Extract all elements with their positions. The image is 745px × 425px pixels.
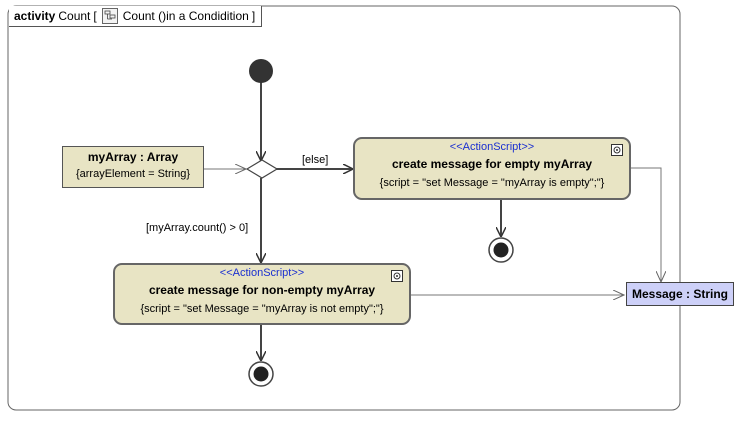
object-constraint: {arrayElement = String} [75,168,191,180]
guard-else: [else] [302,154,329,166]
frame-name: Count [58,9,91,23]
frame-header: activity Count [ Count ()in a Condiditio… [9,6,263,27]
frame-behavior-label: Count ()in a Condidition [122,9,249,23]
activity-frame [7,5,681,411]
action-nonempty-array[interactable]: <<ActionScript>> create message for non-… [113,263,411,325]
object-name: Message : String [631,287,729,301]
guard-count: [myArray.count() > 0] [146,222,249,234]
flow-empty-to-message [631,167,661,282]
decision-node [245,159,279,179]
frame-bracket-close: ] [251,9,256,23]
behavior-icon [101,8,118,24]
action-script-icon [391,270,403,282]
action-constraint: {script = "set Message = "myArray is not… [140,303,384,315]
action-stereotype: <<ActionScript>> [219,267,305,279]
action-stereotype: <<ActionScript>> [449,141,535,153]
object-name: myArray : Array [87,150,179,164]
action-script-icon [611,144,623,156]
frame-bracket-open: [ [93,9,97,23]
object-node-message[interactable]: Message : String [626,282,734,306]
frame-keyword: activity [14,9,56,23]
final-node-empty-dot [493,242,509,258]
action-name: create message for non-empty myArray [148,283,376,297]
final-node-nonempty-dot [253,366,269,382]
object-node-myarray[interactable]: myArray : Array {arrayElement = String} [62,146,204,188]
action-constraint: {script = "set Message = "myArray is emp… [379,177,605,189]
action-name: create message for empty myArray [391,157,593,171]
action-empty-array[interactable]: <<ActionScript>> create message for empt… [353,137,631,200]
initial-node [249,59,273,83]
